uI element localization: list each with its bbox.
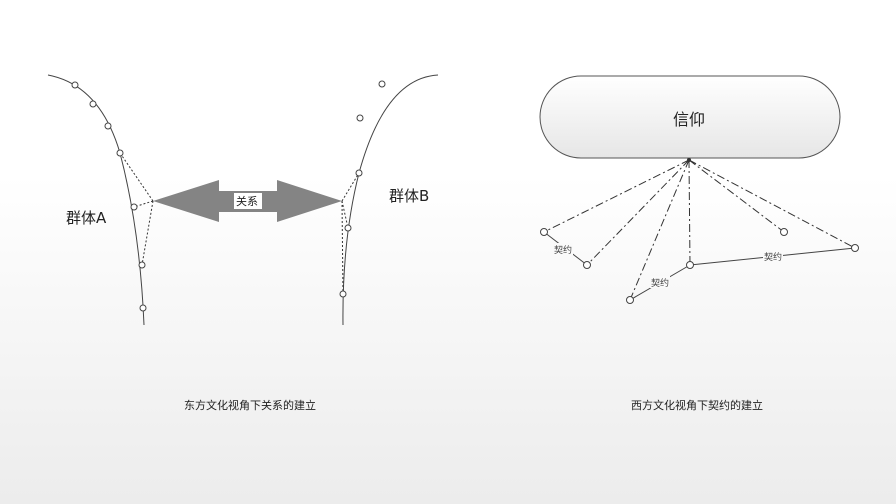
belief-pill: [539, 75, 841, 159]
belief-label: 信仰: [673, 110, 706, 129]
individual-nodes: [540, 228, 859, 304]
group-b-label: 群体B: [389, 187, 430, 205]
belief-links: [543, 159, 856, 301]
contract-label: 契约: [764, 253, 783, 263]
west-caption: 西方文化视角下契约的建立: [631, 399, 763, 412]
east-caption: 东方文化视角下关系的建立: [184, 399, 316, 412]
group-nodes: [71, 80, 386, 312]
group-a-curve: [47, 74, 145, 326]
contract-label: 契约: [651, 279, 670, 289]
dashed-links-b: [341, 172, 360, 295]
group-a-label: 群体A: [66, 209, 107, 227]
contract-label: 契约: [554, 246, 573, 256]
relation-label-bg: [234, 193, 262, 209]
relation-label: 关系: [236, 195, 258, 208]
